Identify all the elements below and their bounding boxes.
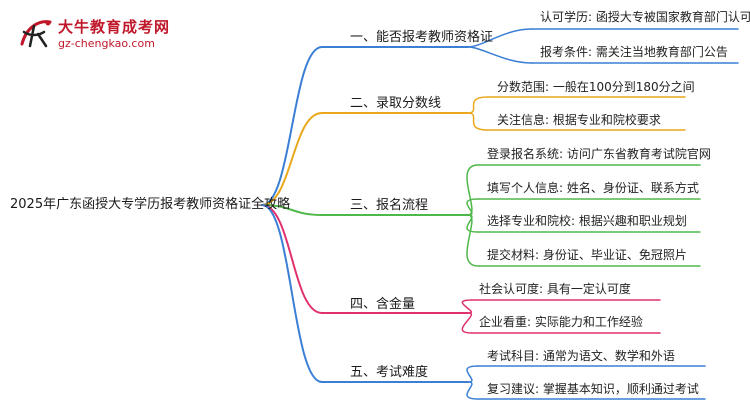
- root-branch-connector: [261, 204, 323, 216]
- branch-topic: 二、录取分数线: [350, 96, 442, 111]
- branch-topic: 四、含金量: [350, 297, 416, 312]
- branch-leaf-connector: [467, 28, 532, 48]
- branch-leaf-connector: [466, 198, 479, 216]
- leaf-topic: 关注信息: 根据专业和院校要求: [497, 113, 661, 127]
- root-branch-connector: [261, 46, 323, 206]
- root-branch-connector: [261, 204, 323, 383]
- leaf-topic: 提交材料: 身份证、毕业证、免冠照片: [487, 248, 687, 262]
- branch-leaf-connector: [466, 381, 479, 400]
- branch-leaf-connector: [467, 46, 532, 64]
- logo-url: gz-chengkao.com: [58, 37, 155, 50]
- branch-topic: 一、能否报考教师资格证: [350, 30, 494, 45]
- site-logo: 大牛教育成考网 gz-chengkao.com: [18, 12, 218, 52]
- branch-topic: 五、考试难度: [350, 365, 429, 380]
- leaf-topic: 复习建议: 掌握基本知识，顺利通过考试: [487, 382, 699, 396]
- leaf-topic: 填写个人信息: 姓名、身份证、联系方式: [487, 181, 699, 195]
- root-branch-connector: [261, 204, 323, 314]
- leaf-topic: 认可学历: 函授大专被国家教育部门认可: [540, 10, 750, 24]
- branch-leaf-connector: [467, 96, 489, 114]
- bull-logo-icon: [20, 20, 52, 48]
- leaf-topic: 登录报名系统: 访问广东省教育考试院官网: [487, 147, 711, 161]
- leaf-topic: 报考条件: 需关注当地教育部门公告: [540, 45, 728, 59]
- branch-leaf-connector: [466, 214, 479, 267]
- leaf-topic: 分数范围: 一般在100分到180分之间: [497, 80, 695, 94]
- branch-leaf-connector: [467, 112, 489, 131]
- leaf-topic: 选择专业和院校: 根据兴趣和职业规划: [487, 214, 687, 228]
- leaf-topic: 社会认可度: 具有一定认可度: [479, 282, 631, 296]
- branch-topic: 三、报名流程: [350, 198, 429, 213]
- root-branch-connector: [261, 112, 323, 206]
- branch-leaf-connector: [466, 164, 479, 216]
- branch-leaf-connector: [466, 365, 479, 383]
- branch-leaf-connector: [461, 312, 473, 334]
- logo-title: 大牛教育成考网: [58, 18, 171, 36]
- leaf-topic: 考试科目: 通常为语文、数学和外语: [487, 349, 675, 363]
- branch-leaf-connector: [461, 299, 473, 314]
- leaf-topic: 企业看重: 实际能力和工作经验: [479, 315, 643, 329]
- root-topic: 2025年广东函授大专学历报考教师资格证全攻略: [10, 197, 291, 212]
